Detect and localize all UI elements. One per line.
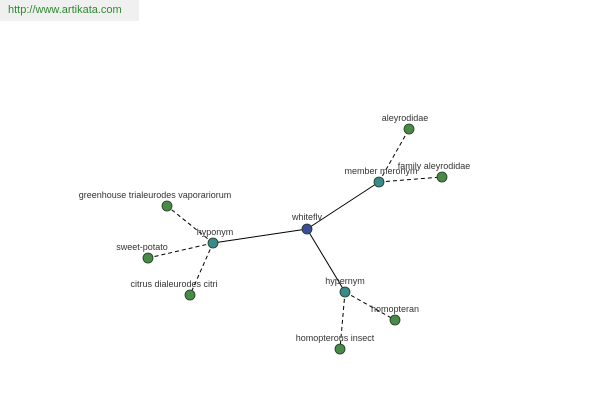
homopteran-label[interactable]: homopteran [371, 304, 419, 314]
edge-hyponym-citrus [189, 242, 214, 296]
hypernym-label[interactable]: hypernym [325, 276, 365, 286]
citrus-label[interactable]: citrus dialeurodes citri [130, 279, 217, 289]
hypernym-node[interactable] [339, 286, 351, 298]
site-url-link[interactable]: http://www.artikata.com [8, 4, 122, 16]
aleyrodidae-label[interactable]: aleyrodidae [382, 113, 429, 123]
greenhouse-node[interactable] [161, 200, 173, 212]
member-meronym-label[interactable]: member meronym [344, 166, 417, 176]
member-meronym-node[interactable] [373, 176, 385, 188]
whitefly-label[interactable]: whitefly [291, 212, 323, 222]
greenhouse-label[interactable]: greenhouse trialeurodes vaporariorum [79, 190, 232, 200]
edge-whitefly-member-meronym [306, 181, 380, 230]
sweet-potato-label[interactable]: sweet-potato [116, 242, 168, 252]
edge-member-meronym-family-aleyrodidae [378, 176, 443, 183]
hyponym-label[interactable]: hyponym [197, 227, 234, 237]
edge-hypernym-homopterous-insect [339, 291, 346, 350]
family-aleyrodidae-label[interactable]: family aleyrodidae [398, 161, 471, 171]
edge-member-meronym-aleyrodidae [378, 128, 410, 183]
homopterous-insect-node[interactable] [334, 343, 346, 355]
edge-hypernym-homopteran [344, 291, 396, 321]
edge-whitefly-hyponym [212, 228, 308, 244]
homopteran-node[interactable] [389, 314, 401, 326]
family-aleyrodidae-node[interactable] [436, 171, 448, 183]
aleyrodidae-node[interactable] [403, 123, 415, 135]
sweet-potato-node[interactable] [142, 252, 154, 264]
edge-hyponym-greenhouse [166, 205, 214, 244]
whitefly-node[interactable] [301, 223, 313, 235]
homopterous-insect-label[interactable]: homopterous insect [296, 333, 375, 343]
citrus-node[interactable] [184, 289, 196, 301]
url-bar: http://www.artikata.com [0, 0, 139, 21]
hyponym-node[interactable] [207, 237, 219, 249]
edge-whitefly-hypernym [306, 228, 346, 293]
